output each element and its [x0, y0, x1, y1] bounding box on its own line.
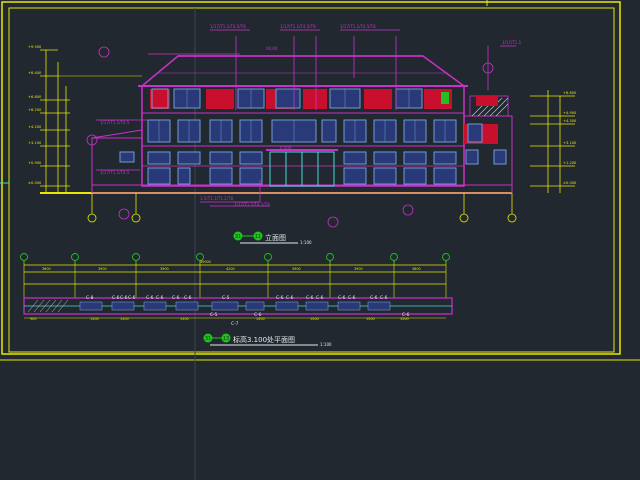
- svg-text:1500: 1500: [90, 317, 99, 321]
- hip-roof: [139, 55, 467, 87]
- floor-plan: 3600 3900 3900 4200 3900 3900 3600 39000: [20, 253, 453, 347]
- plan-label: C-6: [254, 312, 262, 318]
- svg-text:+3.100: +3.100: [28, 141, 42, 145]
- svg-text:1/17/T1.1/T4.5/T8: 1/17/T1.1/T4.5/T8: [210, 24, 246, 29]
- svg-text:+4.200: +4.200: [28, 125, 42, 129]
- svg-text:3600: 3600: [42, 267, 51, 271]
- svg-text:1/17/T1.1/T4.5/T8: 1/17/T1.1/T4.5/T8: [280, 24, 316, 29]
- plan-axis-from: 31: [205, 336, 211, 342]
- svg-text:0.000: 0.000: [280, 146, 292, 151]
- main-entrance: [269, 151, 335, 187]
- plan-label: C-6: [172, 295, 180, 301]
- stair-hatch: [471, 97, 509, 117]
- elevation-title: 31 11 立面图 1:100: [233, 231, 312, 245]
- svg-text:+0.900: +0.900: [28, 161, 42, 165]
- elevation-scale: 1:100: [300, 240, 312, 245]
- right-dimensions: [530, 90, 575, 193]
- svg-text:1/17/T1.1: 1/17/T1.1: [502, 40, 522, 45]
- annotation-text: 1/17/T1.1/T4.5/T8 1/17/T1.1/T4.5/T8 1/17…: [100, 24, 522, 207]
- plan-label: C-6: [348, 295, 356, 301]
- elevation-axis-from: 31: [235, 234, 241, 240]
- svg-text:3.5/T1.1/T1.2/T8: 3.5/T1.1/T1.2/T8: [200, 196, 233, 201]
- section-markers: [86, 46, 494, 228]
- plan-window-labels: C-8 C-6 C-6 C-6 C-6 C-6 C-6 C-6 C-5 C-6 …: [86, 295, 410, 327]
- plan-title: 31 13 标高3.100处平面图 1:100: [203, 333, 332, 347]
- svg-text:1/17/T1.1/T4.5/T8: 1/17/T1.1/T4.5/T8: [234, 202, 270, 207]
- plan-label: C-6: [402, 312, 410, 318]
- svg-text:1/17/T1.1/T4.5/T8: 1/17/T1.1/T4.5/T8: [340, 24, 376, 29]
- svg-text:+6.800: +6.800: [28, 95, 42, 99]
- svg-text:+9.500: +9.500: [28, 45, 42, 49]
- svg-text:1500: 1500: [120, 317, 129, 321]
- svg-text:+4.900: +4.900: [563, 111, 577, 115]
- svg-text:1500: 1500: [310, 317, 319, 321]
- plan-title-text: 标高3.100处平面图: [233, 335, 295, 344]
- svg-text:00.00: 00.00: [266, 46, 278, 51]
- plan-scale: 1:100: [320, 342, 332, 347]
- svg-text:+8.400: +8.400: [28, 71, 42, 75]
- svg-text:900: 900: [30, 317, 36, 321]
- plan-label: C-6: [156, 295, 164, 301]
- svg-text:+4.500: +4.500: [563, 119, 577, 123]
- plan-label: C-6: [128, 295, 136, 301]
- svg-text:39000: 39000: [200, 260, 211, 264]
- svg-text:1/17/T1.1/T4.5: 1/17/T1.1/T4.5: [100, 170, 130, 175]
- svg-text:3900: 3900: [98, 267, 107, 271]
- svg-text:3900: 3900: [160, 267, 169, 271]
- svg-text:1500: 1500: [180, 317, 189, 321]
- plan-label: C-8: [86, 295, 94, 301]
- svg-text:+3.100: +3.100: [563, 141, 577, 145]
- svg-text:1500: 1500: [256, 317, 265, 321]
- plan-label: C-6: [184, 295, 192, 301]
- plan-label: C-6: [276, 295, 284, 301]
- svg-text:1500: 1500: [366, 317, 375, 321]
- plan-axis-to: 13: [223, 336, 229, 342]
- left-dimensions: [40, 49, 142, 193]
- svg-text:+1.200: +1.200: [563, 161, 577, 165]
- leader-lines: [96, 29, 516, 207]
- windows-second-floor: [147, 119, 483, 143]
- svg-text:+6.600: +6.600: [563, 91, 577, 95]
- svg-text:1/17/T1.1/T4.5: 1/17/T1.1/T4.5: [100, 120, 130, 125]
- plan-label: C-6: [370, 295, 378, 301]
- svg-text:3600: 3600: [412, 267, 421, 271]
- svg-text:±0.000: ±0.000: [28, 181, 42, 185]
- svg-text:1500: 1500: [400, 317, 409, 321]
- svg-text:3900: 3900: [292, 267, 301, 271]
- plan-label: C-6: [112, 295, 120, 301]
- plan-label: C-6: [146, 295, 154, 301]
- plan-label: C-6: [306, 295, 314, 301]
- plan-label: C-5: [222, 295, 230, 301]
- plan-label: C-6: [338, 295, 346, 301]
- elevation-axis-bubbles: [87, 193, 517, 223]
- plan-axis-bubbles: [20, 253, 450, 261]
- svg-text:3900: 3900: [354, 267, 363, 271]
- plan-label: C-7: [231, 321, 239, 327]
- elevation-axis-to: 11: [255, 234, 261, 240]
- windows-ground-floor: [119, 149, 507, 185]
- plan-label: C-6: [380, 295, 388, 301]
- svg-text:+6.200: +6.200: [28, 108, 42, 112]
- plan-label: C-6: [286, 295, 294, 301]
- plan-label: C-5: [210, 312, 218, 318]
- elevation-title-text: 立面图: [265, 233, 286, 242]
- svg-text:4200: 4200: [226, 267, 235, 271]
- plan-label: C-6: [120, 295, 128, 301]
- front-elevation: 1/17/T1.1/T4.5/T8 1/17/T1.1/T4.5/T8 1/17…: [28, 24, 577, 245]
- plan-label: C-6: [316, 295, 324, 301]
- svg-text:±0.000: ±0.000: [563, 181, 577, 185]
